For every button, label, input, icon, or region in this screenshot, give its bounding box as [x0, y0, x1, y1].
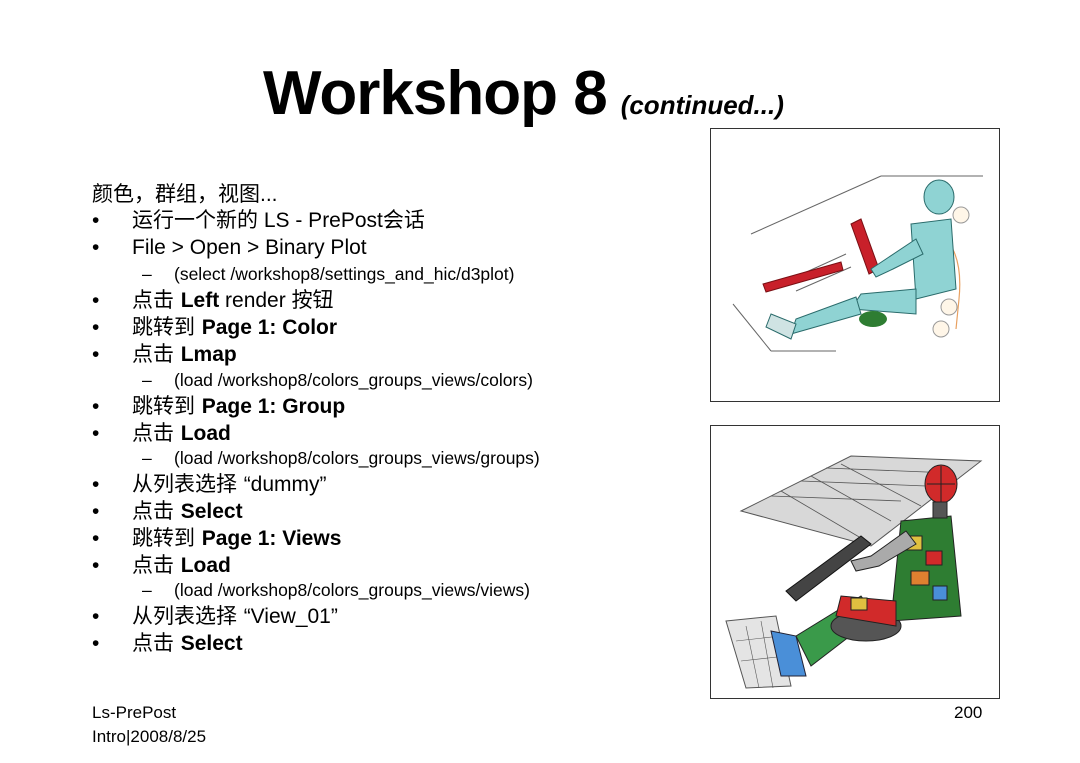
- dash: –: [142, 264, 152, 284]
- footer-course: Ls-PrePost: [92, 703, 177, 722]
- bullet: •: [92, 605, 100, 628]
- substep-text: (load /workshop8/colors_groups_views/col…: [174, 370, 533, 390]
- page-number: 200: [954, 703, 983, 722]
- bullet: •: [92, 209, 100, 232]
- substep-4: – (load /workshop8/colors_groups_views/vi…: [142, 579, 530, 601]
- dash: –: [142, 448, 152, 468]
- step-text-cjk-tail: 按钮: [291, 288, 334, 312]
- step-12: • 从列表选择 “View_01”: [92, 603, 338, 629]
- dummy-mesh-image: [725, 455, 983, 689]
- bullet: •: [92, 236, 100, 259]
- step-text-cjk: 点击: [132, 499, 181, 523]
- step-4: • 跳转到 Page 1: Color: [92, 314, 337, 340]
- step-text: File > Open > Binary Plot: [132, 236, 367, 259]
- bullet: •: [92, 343, 100, 366]
- intro-line: 颜色，群组，视图...: [92, 178, 278, 208]
- dummy-render-image: [732, 175, 983, 352]
- step-text-bold: Lmap: [180, 343, 237, 366]
- bullet: •: [92, 527, 100, 550]
- step-text-bold: Page 1: Group: [201, 395, 346, 418]
- step-text-bold: Select: [180, 632, 243, 655]
- title-main: Workshop 8: [263, 59, 608, 128]
- bullet: •: [92, 395, 100, 418]
- figure-dummy-render: [710, 128, 1000, 402]
- bullet: •: [92, 554, 100, 577]
- step-13: • 点击 Select: [92, 630, 243, 656]
- step-text-cjk: 运行一个新的: [132, 208, 258, 232]
- step-text-cjk: 从列表选择: [132, 604, 244, 628]
- step-text-cjk: 点击: [132, 421, 181, 445]
- step-text-bold: Select: [180, 500, 243, 523]
- step-text: render: [219, 289, 292, 312]
- step-text-cjk: 跳转到: [132, 526, 202, 550]
- bullet: •: [92, 316, 100, 339]
- step-text-cjk: 跳转到: [132, 394, 202, 418]
- step-text: “dummy”: [243, 473, 327, 496]
- step-text: LS - PrePost: [258, 209, 383, 232]
- bullet: •: [92, 289, 100, 312]
- step-6: • 跳转到 Page 1: Group: [92, 393, 345, 419]
- footer-date: Intro|2008/8/25: [92, 727, 207, 746]
- step-text-bold: Page 1: Color: [201, 316, 338, 339]
- step-7: • 点击 Load: [92, 420, 231, 446]
- step-text-cjk: 点击: [132, 288, 181, 312]
- substep-text: (load /workshop8/colors_groups_views/gro…: [174, 448, 540, 468]
- step-3: • 点击 Left render 按钮: [92, 287, 334, 313]
- intro-text: 颜色，群组，视图: [92, 182, 260, 206]
- step-11: • 点击 Load: [92, 552, 231, 578]
- dash: –: [142, 370, 152, 390]
- substep-3: – (load /workshop8/colors_groups_views/gr…: [142, 447, 540, 469]
- step-text-cjk-tail: 会话: [382, 208, 425, 232]
- substep-text: (load /workshop8/colors_groups_views/vie…: [174, 580, 530, 600]
- step-text: “View_01”: [243, 605, 338, 628]
- step-8: • 从列表选择 “dummy”: [92, 471, 327, 497]
- intro-ellipsis: ...: [260, 183, 278, 206]
- step-text-bold: Page 1: Views: [201, 527, 342, 550]
- step-5: • 点击 Lmap: [92, 341, 237, 367]
- step-text-cjk: 点击: [132, 553, 181, 577]
- bullet: •: [92, 632, 100, 655]
- step-text-cjk: 点击: [132, 631, 181, 655]
- substep-text: (select /workshop8/settings_and_hic/d3pl…: [174, 264, 515, 284]
- step-9: • 点击 Select: [92, 498, 243, 524]
- step-2: • File > Open > Binary Plot: [92, 235, 367, 261]
- substep-2: – (load /workshop8/colors_groups_views/co…: [142, 369, 533, 391]
- bullet: •: [92, 422, 100, 445]
- substep-1: – (select /workshop8/settings_and_hic/d3p…: [142, 263, 514, 285]
- step-10: • 跳转到 Page 1: Views: [92, 525, 341, 551]
- footer-left: Ls-PrePost Intro|2008/8/25: [92, 701, 206, 749]
- bullet: •: [92, 500, 100, 523]
- title-subtitle: (continued...): [620, 90, 784, 120]
- bullet: •: [92, 473, 100, 496]
- step-text-cjk: 从列表选择: [132, 472, 244, 496]
- step-text-bold: Load: [180, 554, 231, 577]
- step-1: • 运行一个新的 LS - PrePost会话: [92, 207, 425, 233]
- step-text-bold: Load: [180, 422, 231, 445]
- step-text-cjk: 点击: [132, 342, 181, 366]
- slide-title: Workshop 8 (continued...): [263, 58, 784, 129]
- step-text-cjk: 跳转到: [132, 315, 202, 339]
- step-text-bold: Left: [180, 289, 220, 312]
- figure-dummy-mesh: [710, 425, 1000, 699]
- dash: –: [142, 580, 152, 600]
